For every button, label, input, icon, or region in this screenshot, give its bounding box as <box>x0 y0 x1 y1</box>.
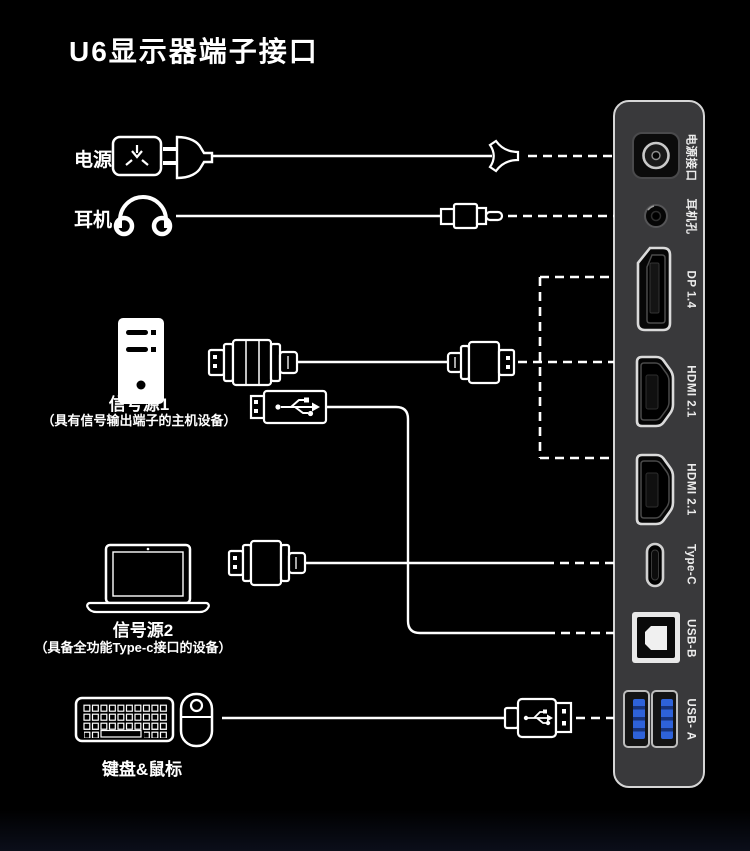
mouse-icon <box>179 692 214 748</box>
power-outlet-icon <box>111 135 163 177</box>
port-usb-a-1 <box>623 690 650 748</box>
port-power <box>632 132 680 179</box>
port-usb-a-2 <box>651 690 678 748</box>
port-label-usb-a: USB- A <box>684 697 697 741</box>
port-label-hdmi-1: HDMI 2.1 <box>684 364 697 418</box>
port-hdmi-1 <box>635 355 675 428</box>
desktop-tower-icon <box>118 318 164 404</box>
usb-plug-icon <box>249 389 328 425</box>
source2-label: 信号源2 <box>112 621 174 640</box>
source2-subtitle: （具备全功能Type-c接口的设备） <box>34 640 232 655</box>
port-hdmi-2 <box>635 453 675 526</box>
power-label: 电源 <box>74 150 113 171</box>
port-usb-b <box>632 612 680 663</box>
port-label-dp: DP 1.4 <box>684 270 697 308</box>
keyboard-icon <box>74 696 175 743</box>
headphones-icon <box>113 195 173 237</box>
video-cable-connector-right <box>446 340 516 385</box>
power-plug-icon <box>163 135 214 180</box>
video-cable-connector-left <box>207 338 299 387</box>
port-type-c <box>645 542 665 588</box>
bottom-gradient <box>0 809 750 851</box>
source1-label: 信号源1 <box>108 395 170 414</box>
port-label-usb-b: USB-B <box>684 618 697 658</box>
audio-jack-icon <box>439 202 504 230</box>
page-title: U6显示器端子接口 <box>69 36 319 67</box>
laptop-icon <box>86 543 210 614</box>
keyboard-mouse-label: 键盘&鼠标 <box>101 760 183 779</box>
kbm-usb-connector-icon <box>503 697 573 739</box>
dc-connector-icon <box>488 139 520 173</box>
source1-subtitle: （具有信号输出端子的主机设备） <box>41 413 237 428</box>
video-dashed-bracket <box>518 275 614 460</box>
typec-cable-connector <box>227 539 307 587</box>
port-headphone-jack <box>644 204 668 228</box>
usb-b-cable-line <box>326 405 546 635</box>
port-dp <box>636 246 672 332</box>
headphone-label: 耳机 <box>74 210 113 231</box>
